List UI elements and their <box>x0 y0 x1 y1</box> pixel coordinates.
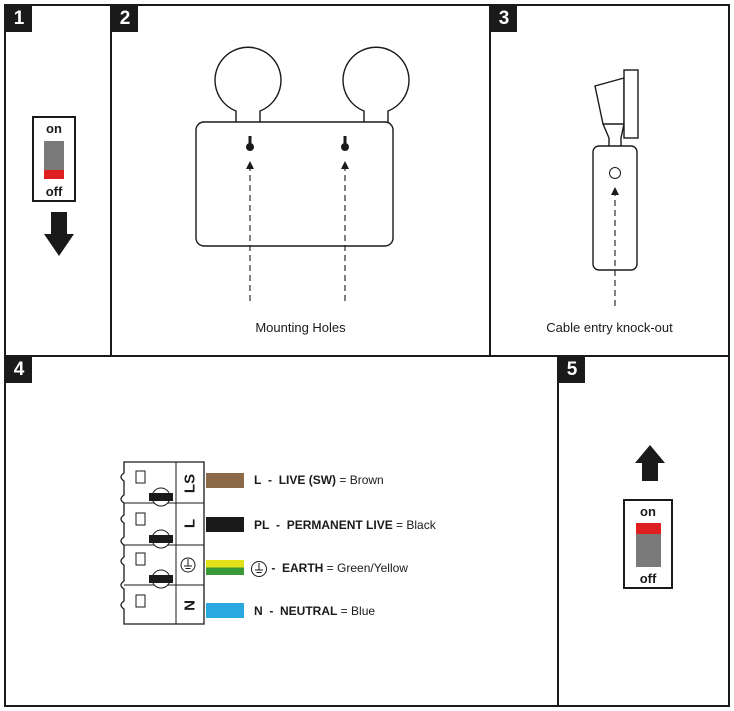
wire-brown-swatch <box>206 473 244 488</box>
switch-on-illustration: on off <box>623 499 673 589</box>
panel-number: 3 <box>491 6 517 32</box>
wire-black-swatch <box>206 517 244 532</box>
panel-number: 1 <box>6 6 32 32</box>
cable-entry-caption: Cable entry knock-out <box>546 320 673 335</box>
terminal-letter-ls: LS <box>181 473 199 494</box>
arrow-up-icon <box>635 445 665 481</box>
rocker-grey <box>44 141 64 171</box>
mounting-plate-drawing <box>195 46 410 301</box>
panel-1: 1 on off <box>4 4 112 357</box>
terminal-letter-n: N <box>181 600 199 611</box>
panel-5: 5 on off <box>557 355 730 707</box>
switch-off-illustration: on off <box>32 116 76 202</box>
switch-on-label: on <box>46 121 62 136</box>
switch-off-label: off <box>639 571 657 586</box>
panel-number: 2 <box>112 6 138 32</box>
wire-green-yellow-swatch <box>206 560 244 575</box>
rocker-grey <box>636 534 661 567</box>
panel-2: 2 Mounting Holes <box>110 4 491 357</box>
wire-label-permanent-live: PL - PERMANENT LIVE = Black <box>254 518 436 532</box>
panel-number: 5 <box>559 357 585 383</box>
panel-3: 3 Cable entry knock-out <box>489 4 730 357</box>
rocker-red-indicator <box>44 170 64 179</box>
arrow-down-icon <box>44 212 74 256</box>
wire-label-earth: - EARTH = Green/Yellow <box>268 561 408 575</box>
terminal-letter-l: L <box>181 518 199 529</box>
switch-off-label: off <box>45 184 63 199</box>
panel-number: 4 <box>6 357 32 383</box>
rocker-red-indicator <box>636 523 661 534</box>
panel-4: 4 LS L N L - <box>4 355 559 707</box>
wire-label-neutral: N - NEUTRAL = Blue <box>254 604 376 618</box>
wire-blue-swatch <box>206 603 244 618</box>
wire-label-live: L - LIVE (SW) = Brown <box>254 473 384 487</box>
side-view-drawing <box>592 69 639 306</box>
terminal-block-drawing <box>120 461 267 625</box>
mounting-holes-caption: Mounting Holes <box>255 320 346 335</box>
switch-on-label: on <box>640 504 656 519</box>
